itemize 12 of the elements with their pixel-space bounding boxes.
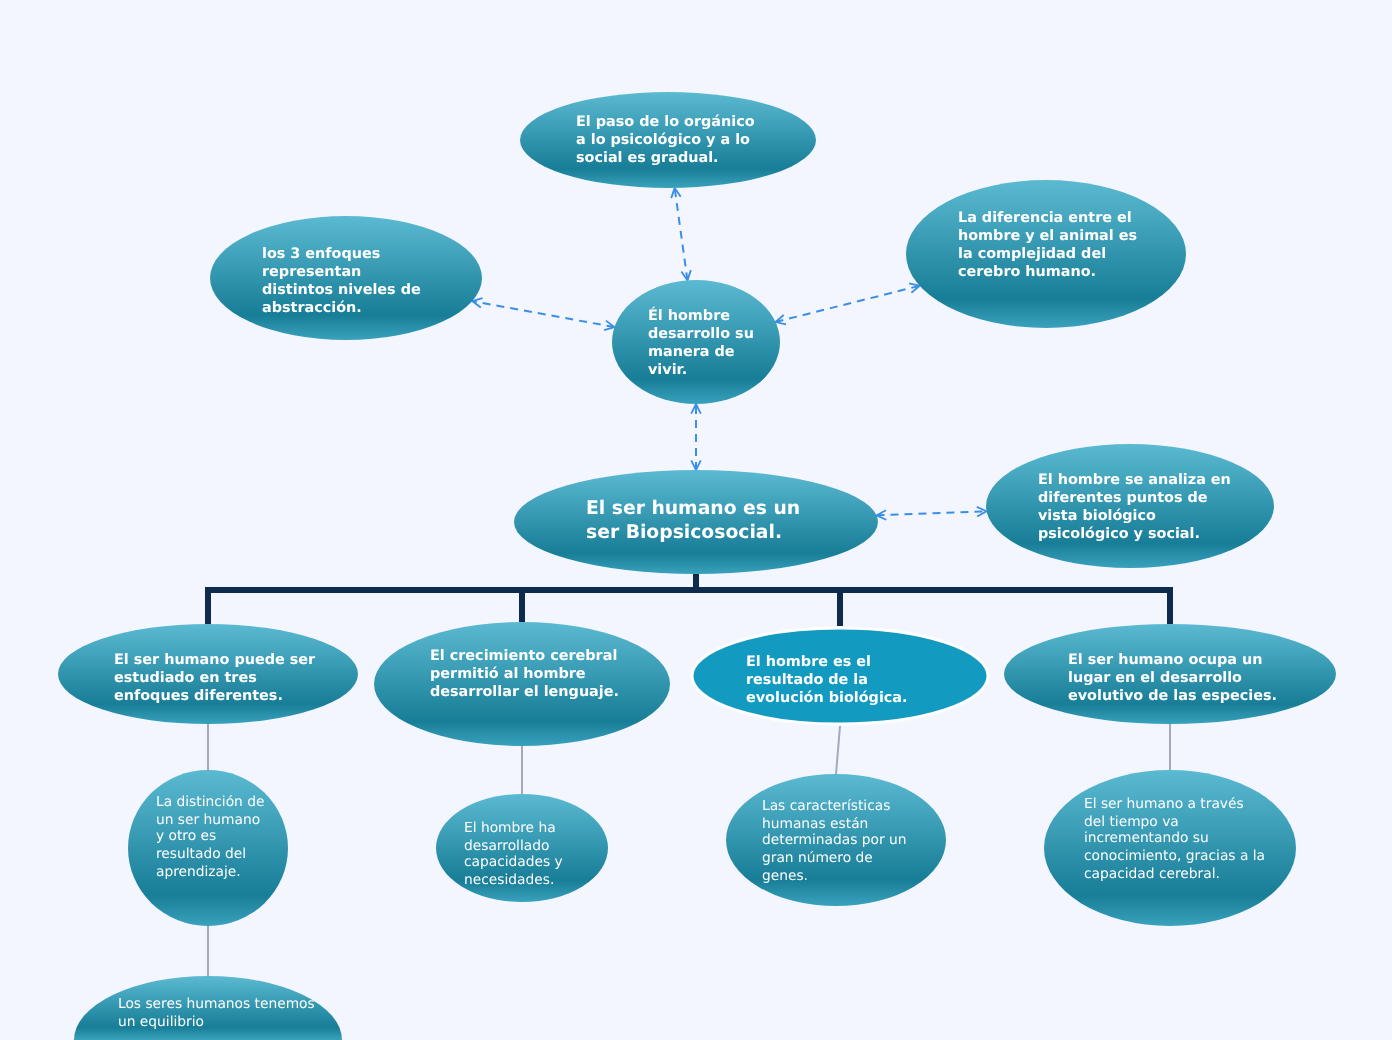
dashed-arrow [875,505,988,521]
connector-line [521,745,523,795]
connector-line [835,725,841,775]
connector-line [207,723,209,771]
node-text: El ser humano es un ser Biopsicosocial. [586,498,803,545]
connector-line [693,574,1173,624]
dashed-arrow [690,403,702,471]
dashed-arrow [670,186,692,282]
dashed-arrow [471,297,616,331]
connector-line [207,925,209,977]
connector-line [1169,723,1171,771]
dashed-arrow [774,282,921,326]
